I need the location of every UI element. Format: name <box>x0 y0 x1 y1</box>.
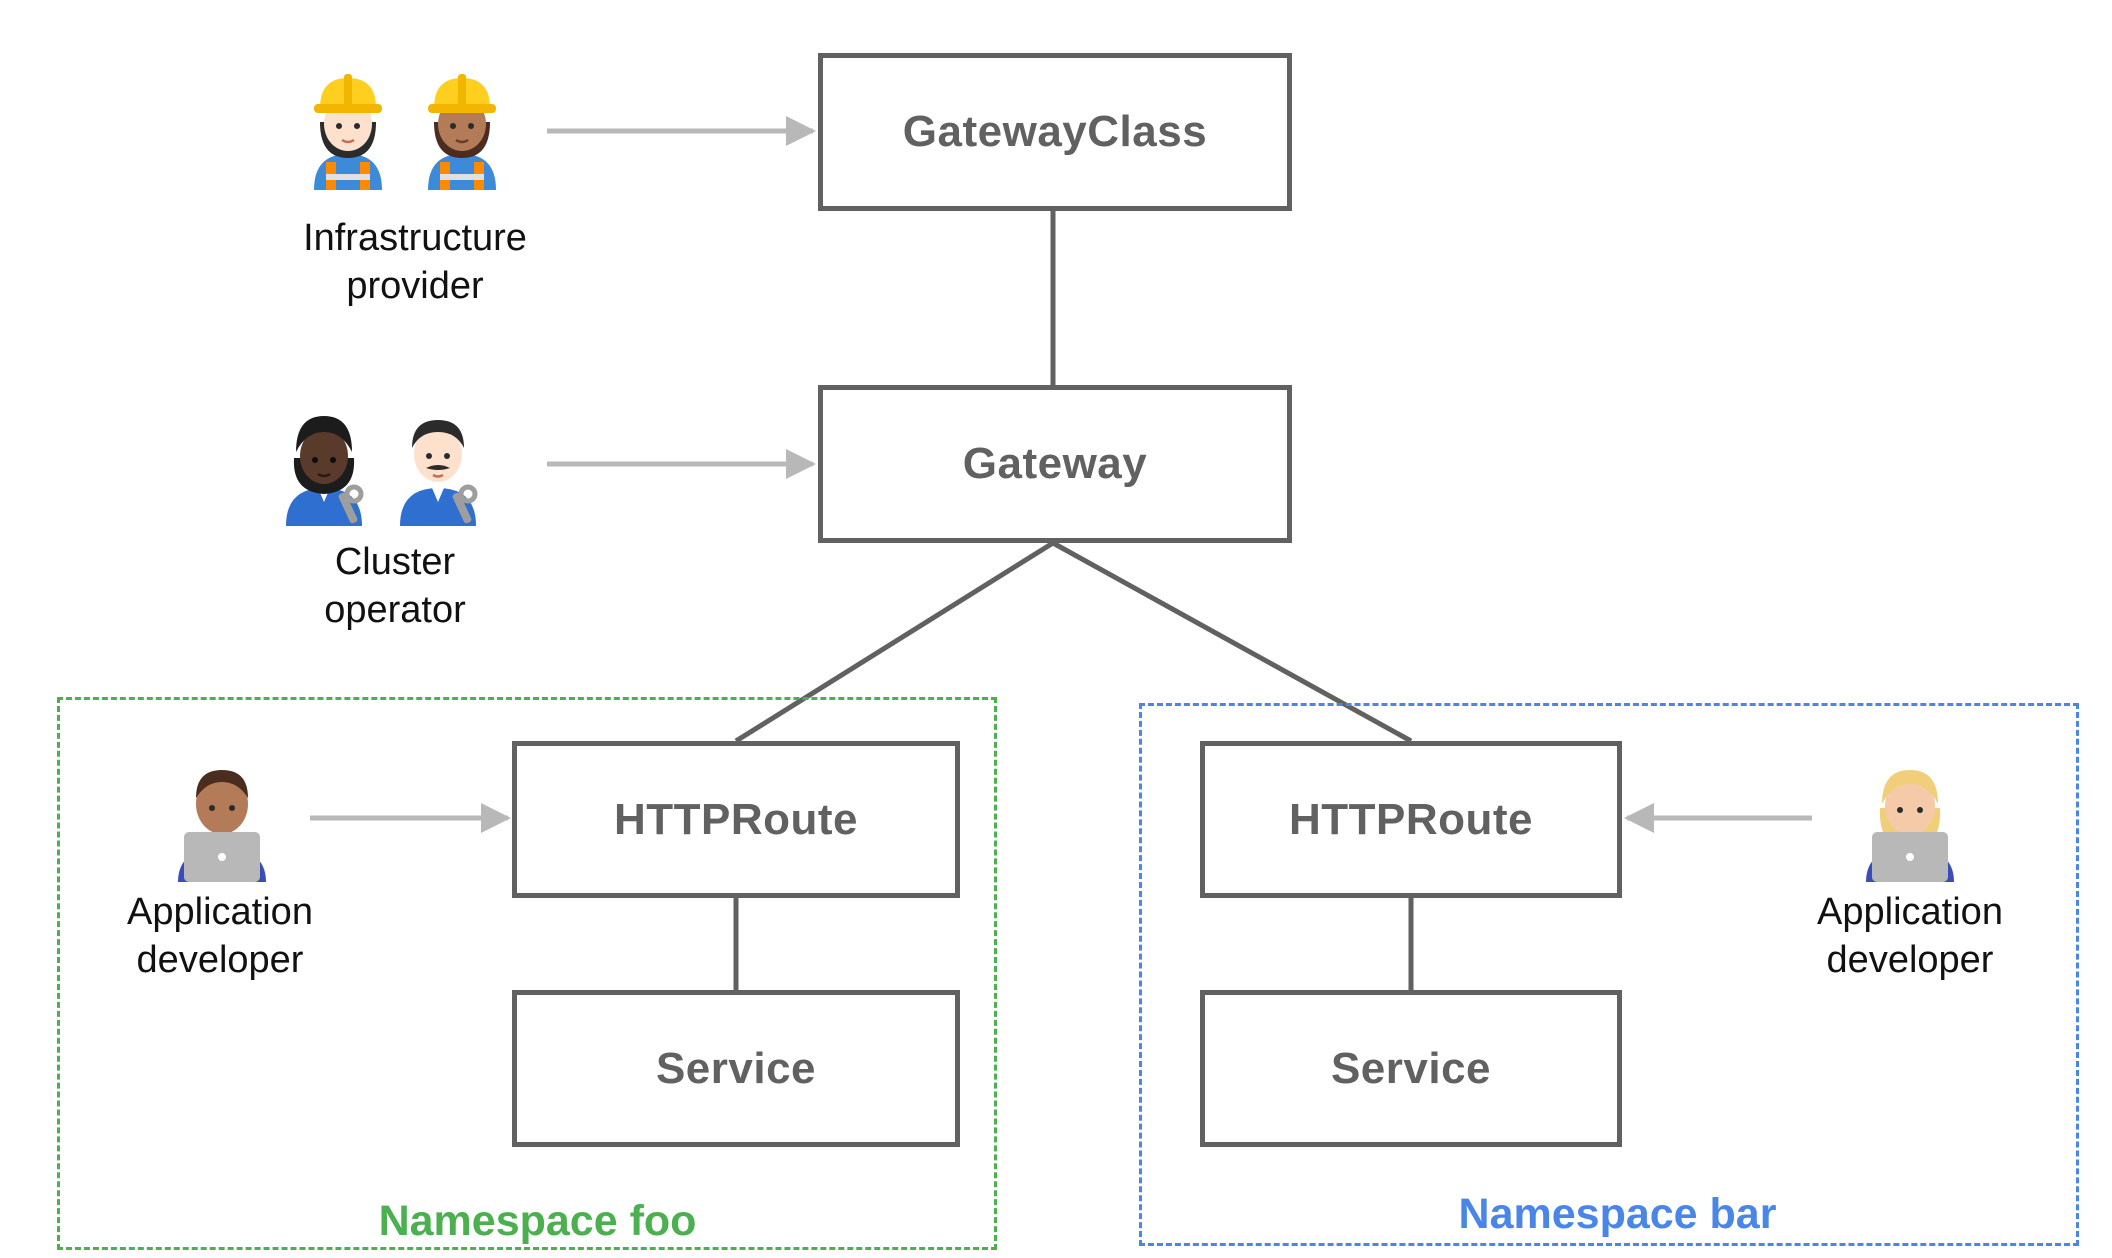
gatewayclass-node: GatewayClass <box>818 53 1292 211</box>
infrastructure-provider-label-line1: Infrastructure <box>303 217 527 259</box>
construction-worker-woman-icon <box>314 74 382 190</box>
namespace-foo-title: Namespace foo <box>352 1197 723 1246</box>
technologist-woman-icon <box>1866 770 1954 882</box>
app-developer-foo-label-line1: Application <box>127 891 313 933</box>
cluster-operator-label-line1: Cluster <box>334 541 456 583</box>
app-developer-foo-label-line2: developer <box>136 939 304 981</box>
construction-worker-woman-icon <box>428 74 496 190</box>
namespace-bar-title: Namespace bar <box>1432 1190 1803 1239</box>
mechanic-woman-icon <box>286 416 364 526</box>
technologist-man-icon <box>178 770 266 882</box>
cluster-operator-label: Cluster operator <box>250 538 540 634</box>
cluster-operator-label-line2: operator <box>324 589 466 631</box>
app-developer-foo-label: Application developer <box>80 888 360 984</box>
service-bar-node: Service <box>1200 990 1622 1147</box>
mechanic-man-icon <box>400 420 478 526</box>
httproute-foo-node: HTTPRoute <box>512 741 960 898</box>
namespace-bar-frame <box>1139 703 2079 1246</box>
infrastructure-provider-label: Infrastructure provider <box>280 214 550 310</box>
namespace-foo-frame <box>57 697 997 1250</box>
app-developer-bar-label-line1: Application <box>1817 891 2003 933</box>
cluster-operator-icons <box>282 402 480 526</box>
infrastructure-provider-icons <box>306 66 504 190</box>
connector-gateway-httproute-bar <box>1051 540 1413 744</box>
app-developer-bar-label: Application developer <box>1770 888 2050 984</box>
infrastructure-provider-label-line2: provider <box>346 265 484 307</box>
app-developer-bar-label-line2: developer <box>1826 939 1994 981</box>
gateway-node: Gateway <box>818 385 1292 543</box>
httproute-bar-node: HTTPRoute <box>1200 741 1622 898</box>
service-foo-node: Service <box>512 990 960 1147</box>
connector-gateway-httproute-foo <box>734 540 1055 744</box>
